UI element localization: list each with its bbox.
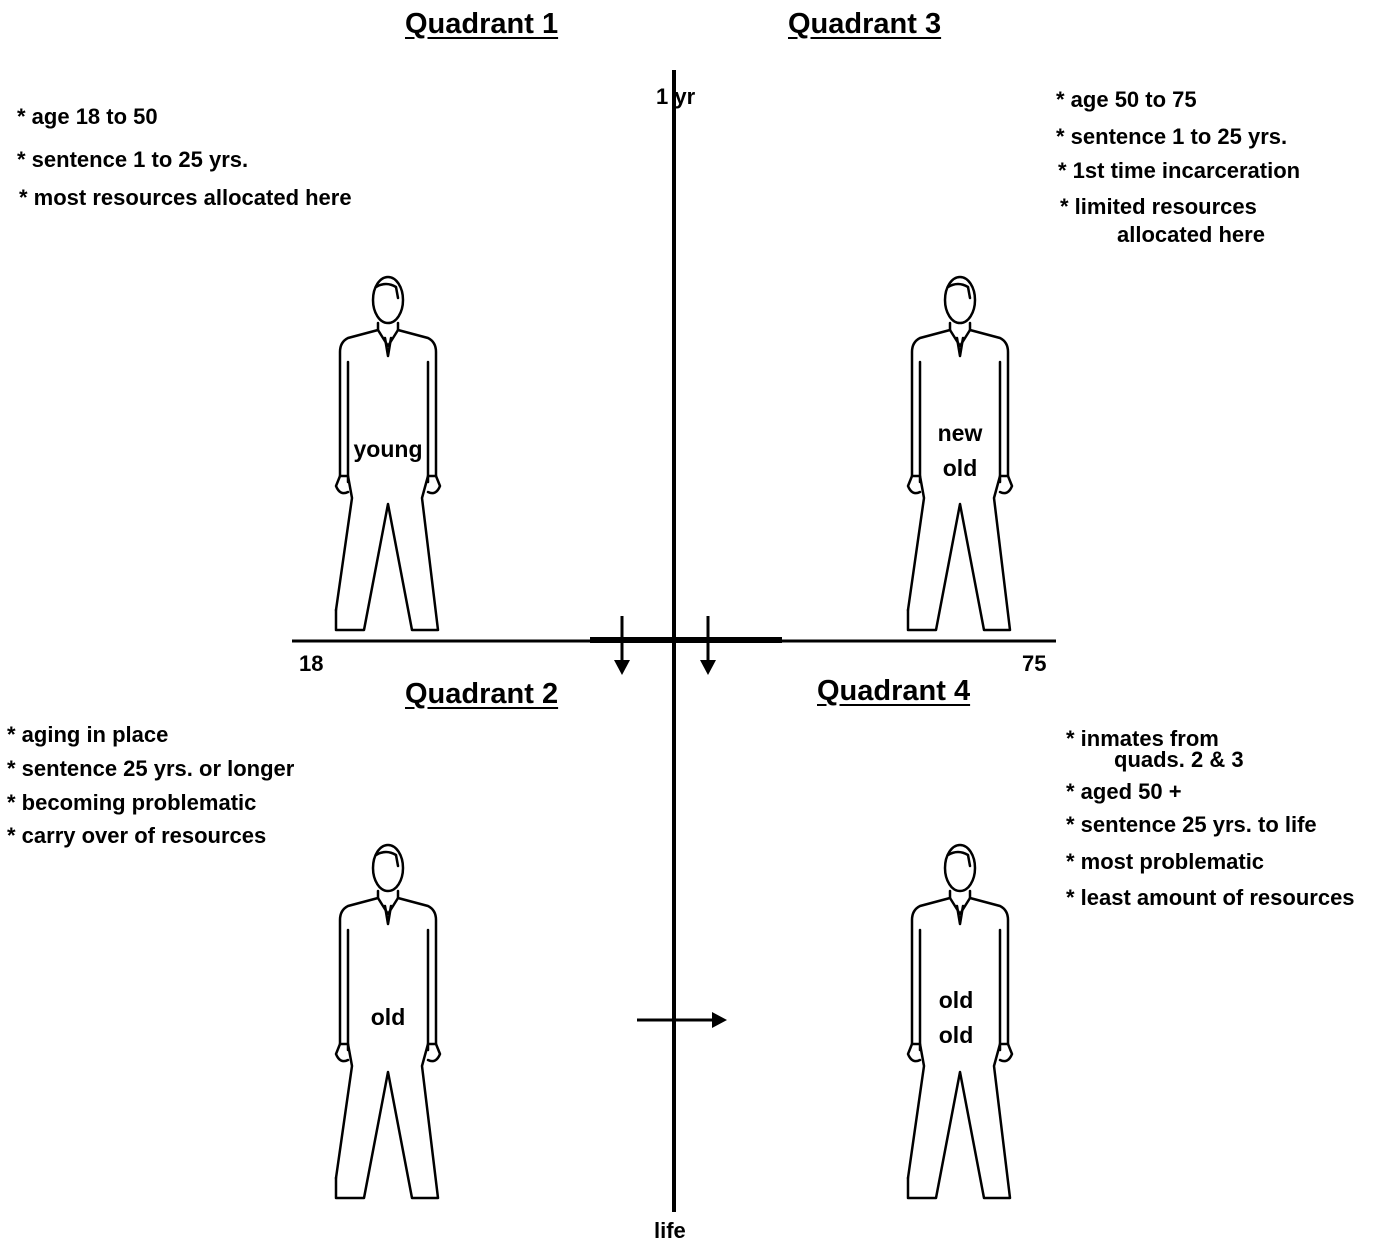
axis-label-top: 1 yr: [656, 84, 696, 109]
quadrant-4-title: Quadrant 4: [817, 675, 971, 707]
quadrant-2-title: Quadrant 2: [405, 678, 559, 710]
arrow-down-icon: [614, 616, 630, 675]
axis-label-left: 18: [299, 651, 324, 676]
q2-bullet: * sentence 25 yrs. or longer: [7, 756, 295, 781]
quadrant-3-title: Quadrant 3: [788, 8, 942, 40]
q4-bullet: * most problematic: [1066, 849, 1265, 874]
q4-bullet: * aged 50 +: [1066, 779, 1182, 804]
figure-label-line: young: [353, 436, 423, 462]
q3-bullet: * age 50 to 75: [1056, 87, 1197, 112]
q2-bullet: * carry over of resources: [7, 823, 267, 848]
figure-label-line: old: [370, 1004, 406, 1030]
figure-label-old-old: old old: [896, 983, 1016, 1053]
q3-bullet: allocated here: [1117, 222, 1265, 247]
figure-label-young: young: [328, 432, 448, 467]
person-figure-icon: [334, 843, 442, 1200]
axis-label-bottom: life: [654, 1218, 686, 1243]
q1-bullet: * most resources allocated here: [19, 185, 352, 210]
figure-label-line: old: [938, 987, 974, 1013]
q2-bullet: * aging in place: [7, 722, 169, 747]
axis-label-right: 75: [1022, 651, 1047, 676]
q2-bullet: * becoming problematic: [7, 790, 257, 815]
arrow-down-icon: [700, 616, 716, 675]
figure-label-new-old: new old: [900, 416, 1020, 486]
q4-bullet: quads. 2 & 3: [1114, 747, 1244, 772]
figure-label-line: old: [942, 455, 978, 481]
q4-bullet: * sentence 25 yrs. to life: [1066, 812, 1317, 837]
person-figure-icon: [334, 275, 442, 632]
figure-label-line: new: [937, 420, 983, 446]
q1-bullet: * age 18 to 50: [17, 104, 158, 129]
arrow-right-icon: [637, 1012, 727, 1028]
q3-bullet: * 1st time incarceration: [1058, 158, 1301, 183]
quadrant-1-title: Quadrant 1: [405, 8, 559, 40]
person-figure-icon: [906, 843, 1014, 1200]
figure-label-old: old: [328, 1000, 448, 1035]
person-figure-icon: [906, 275, 1014, 632]
figure-label-line: old: [938, 1022, 974, 1048]
q3-bullet: * sentence 1 to 25 yrs.: [1056, 124, 1288, 149]
q3-bullet: * limited resources: [1060, 194, 1257, 219]
q4-bullet: * inmates from: [1066, 726, 1219, 751]
q1-bullet: * sentence 1 to 25 yrs.: [17, 147, 249, 172]
q4-bullet: * least amount of resources: [1066, 885, 1355, 910]
